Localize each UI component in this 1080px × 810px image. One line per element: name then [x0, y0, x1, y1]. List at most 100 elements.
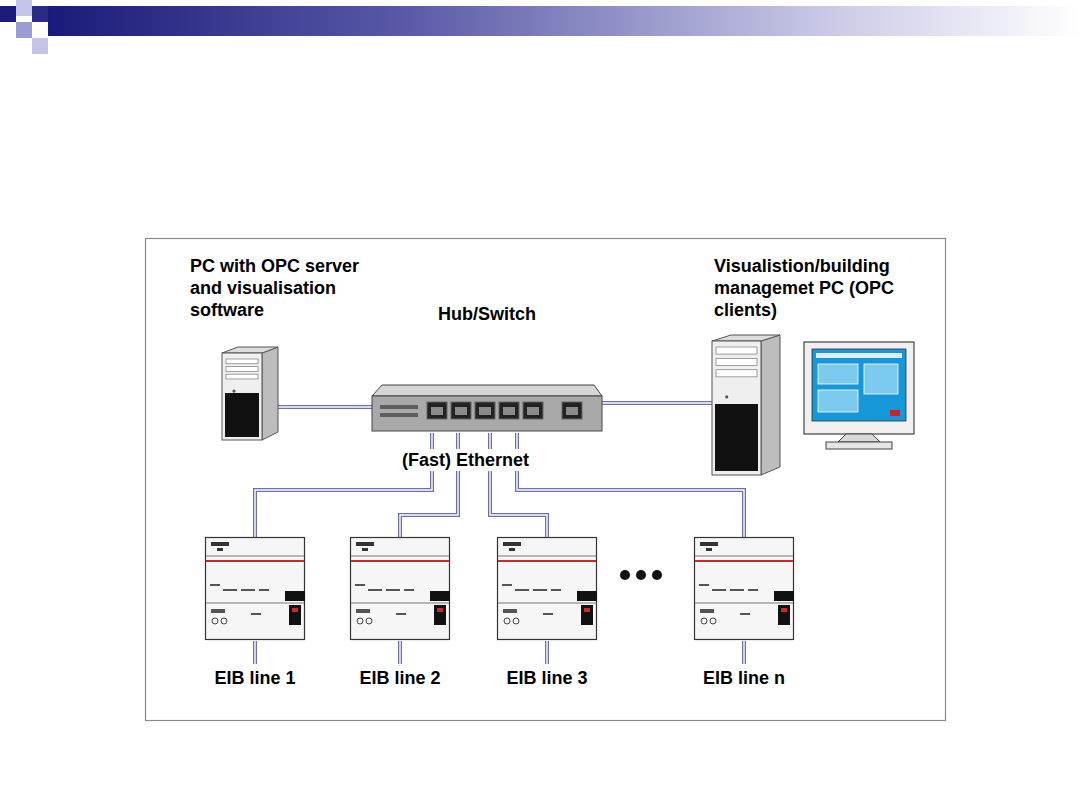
router-logo-mark	[362, 548, 368, 551]
router-print	[543, 613, 553, 615]
eib-line-wire	[743, 641, 744, 664]
switch-port-inner	[479, 407, 491, 415]
router-print	[259, 589, 269, 591]
router-print	[748, 589, 758, 591]
device-label: Visualistion/building managemet PC (OPC …	[714, 255, 922, 321]
switch-port	[427, 402, 447, 419]
workstation-tower	[712, 335, 780, 475]
tower-top	[222, 347, 278, 353]
header-bar	[48, 6, 1080, 36]
header-square	[32, 6, 48, 22]
router-button-led	[437, 608, 443, 612]
router-connector	[430, 591, 450, 601]
screen-logo	[890, 410, 900, 416]
switch-port-inner	[455, 407, 467, 415]
eib-line-wire	[254, 641, 255, 664]
router-icon	[497, 537, 597, 640]
router-housing	[695, 538, 794, 640]
router-divider	[351, 603, 449, 604]
tower-top	[712, 335, 780, 341]
monitor-base	[826, 442, 892, 449]
router-button	[434, 605, 446, 625]
switch-port	[451, 402, 471, 419]
router-print	[386, 589, 400, 591]
router-print	[396, 613, 406, 615]
monitor	[804, 342, 914, 449]
line-label: EIB line 3	[472, 667, 622, 689]
tower-front	[712, 341, 761, 475]
router-print	[368, 589, 382, 591]
router-terminal	[212, 618, 218, 624]
router-node: EIB line 2	[350, 537, 450, 693]
router-button-led	[781, 608, 787, 612]
router-housing	[206, 538, 305, 640]
switch-port-inner	[527, 407, 539, 415]
router-print	[712, 589, 726, 591]
router-print	[355, 584, 365, 586]
switch-port-inner	[431, 407, 443, 415]
cable-inner	[517, 433, 744, 537]
router-divider	[695, 556, 793, 557]
cable-outer	[517, 433, 744, 537]
router-terminal	[710, 618, 716, 624]
ellipsis-dots	[620, 570, 662, 580]
drive-bay	[226, 374, 258, 379]
router-node: EIB line 1	[205, 537, 305, 693]
monitor-stand	[838, 434, 880, 442]
router-print	[404, 589, 414, 591]
switch-uplink-port	[562, 402, 582, 419]
router-node: EIB line n	[694, 537, 794, 693]
router-terminal	[701, 618, 707, 624]
screen-titlebar	[816, 353, 902, 358]
router-terminal	[357, 618, 363, 624]
router-terminal	[356, 609, 370, 613]
router-print	[502, 584, 512, 586]
header-square	[32, 38, 48, 54]
router-print	[210, 584, 220, 586]
router-divider	[351, 556, 449, 557]
tower-lower-panel	[715, 404, 758, 471]
router-button	[581, 605, 593, 625]
switch-icon	[372, 383, 602, 433]
power-button	[232, 390, 235, 393]
screen-window	[818, 364, 858, 384]
router-logo-mark	[503, 542, 521, 546]
router-print	[551, 589, 561, 591]
screen-window	[864, 364, 898, 394]
switch-node: Hub/Switch	[372, 303, 602, 437]
tower-side	[761, 335, 780, 475]
router-drawing	[695, 538, 795, 640]
router-terminal	[513, 618, 519, 624]
router-connector	[774, 591, 794, 601]
ellipsis-dot	[652, 570, 662, 580]
switch-front	[372, 396, 602, 431]
workstation-node: Visualistion/building managemet PC (OPC …	[712, 255, 927, 479]
router-button-led	[584, 608, 590, 612]
drive-bay	[716, 370, 757, 377]
router-logo-mark	[700, 542, 718, 546]
switch-top	[372, 385, 602, 396]
eib-line-wire	[742, 641, 746, 664]
router-red-line	[351, 560, 449, 562]
switch-port-inner	[503, 407, 515, 415]
router-terminal	[366, 618, 372, 624]
router-terminal	[504, 618, 510, 624]
router-housing	[498, 538, 597, 640]
ellipsis-dot	[636, 570, 646, 580]
switch-drawing	[372, 385, 602, 431]
router-logo-mark	[356, 542, 374, 546]
cable-inner	[278, 406, 372, 407]
cable-outer	[278, 405, 372, 409]
router-divider	[206, 556, 304, 557]
power-button	[725, 395, 728, 398]
screen-window	[818, 390, 858, 412]
router-divider	[206, 603, 304, 604]
cable-inner	[602, 402, 712, 403]
workstation-drawing	[712, 335, 914, 475]
router-connector	[285, 591, 305, 601]
router-terminal	[700, 609, 714, 613]
tower-drawing	[222, 347, 278, 440]
device-label: PC with OPC server and visualisation sof…	[190, 255, 395, 321]
drive-bay	[226, 359, 258, 364]
switch-port-inner	[566, 407, 578, 415]
